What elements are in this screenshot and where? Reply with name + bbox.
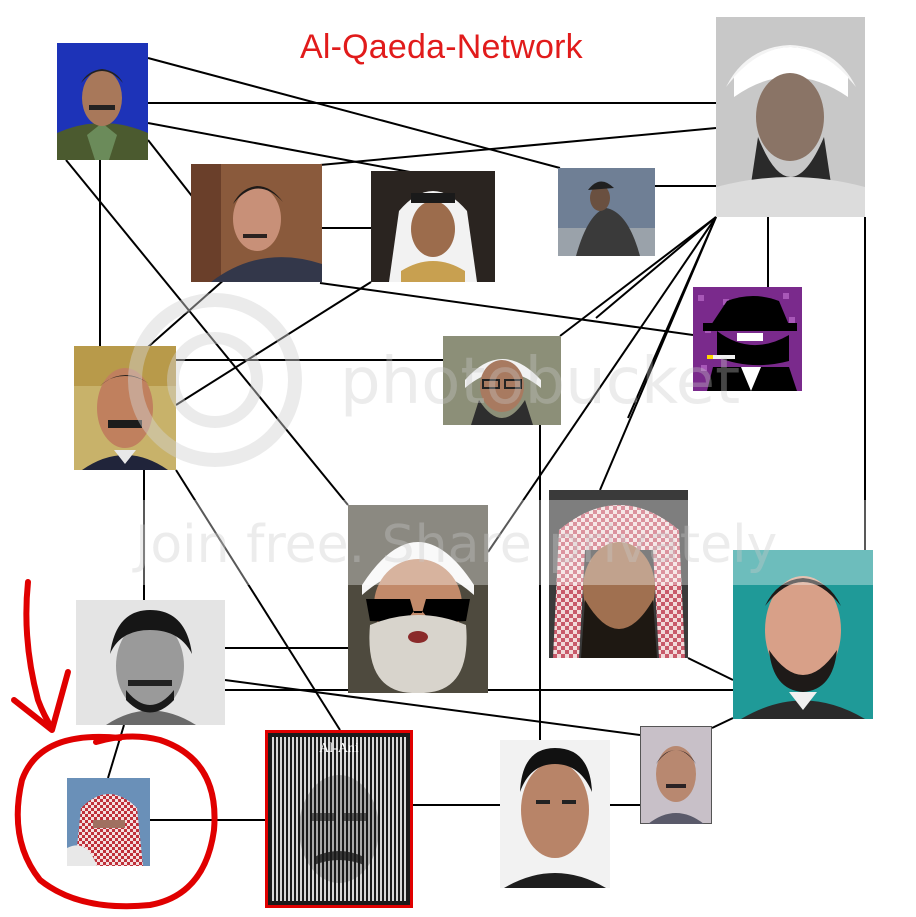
red-arrow-icon	[26, 582, 52, 728]
red-circle-icon	[18, 736, 215, 906]
